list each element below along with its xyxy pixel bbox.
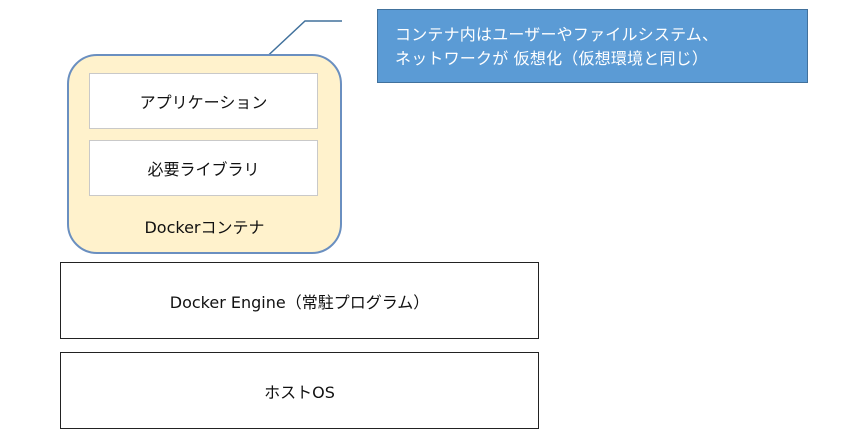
libraries-label: 必要ライブラリ: [147, 160, 260, 179]
callout-box: コンテナ内はユーザーやファイルシステム、 ネットワークが 仮想化（仮想環境と同じ…: [377, 9, 808, 83]
host-os-layer: ホストOS: [60, 352, 539, 429]
callout-line-2: ネットワークが 仮想化（仮想環境と同じ）: [395, 49, 709, 68]
application-layer: アプリケーション: [89, 73, 318, 129]
docker-container-label: Dockerコンテナ: [144, 218, 265, 237]
libraries-layer: 必要ライブラリ: [89, 140, 318, 196]
host-os-label: ホストOS: [264, 382, 335, 402]
callout-line-1: コンテナ内はユーザーやファイルシステム、: [395, 25, 719, 44]
docker-engine-layer: Docker Engine（常駐プログラム）: [60, 262, 539, 339]
docker-engine-label: Docker Engine（常駐プログラム）: [169, 292, 430, 312]
application-label: アプリケーション: [139, 93, 268, 112]
docker-container: アプリケーション 必要ライブラリ Dockerコンテナ: [67, 54, 342, 254]
